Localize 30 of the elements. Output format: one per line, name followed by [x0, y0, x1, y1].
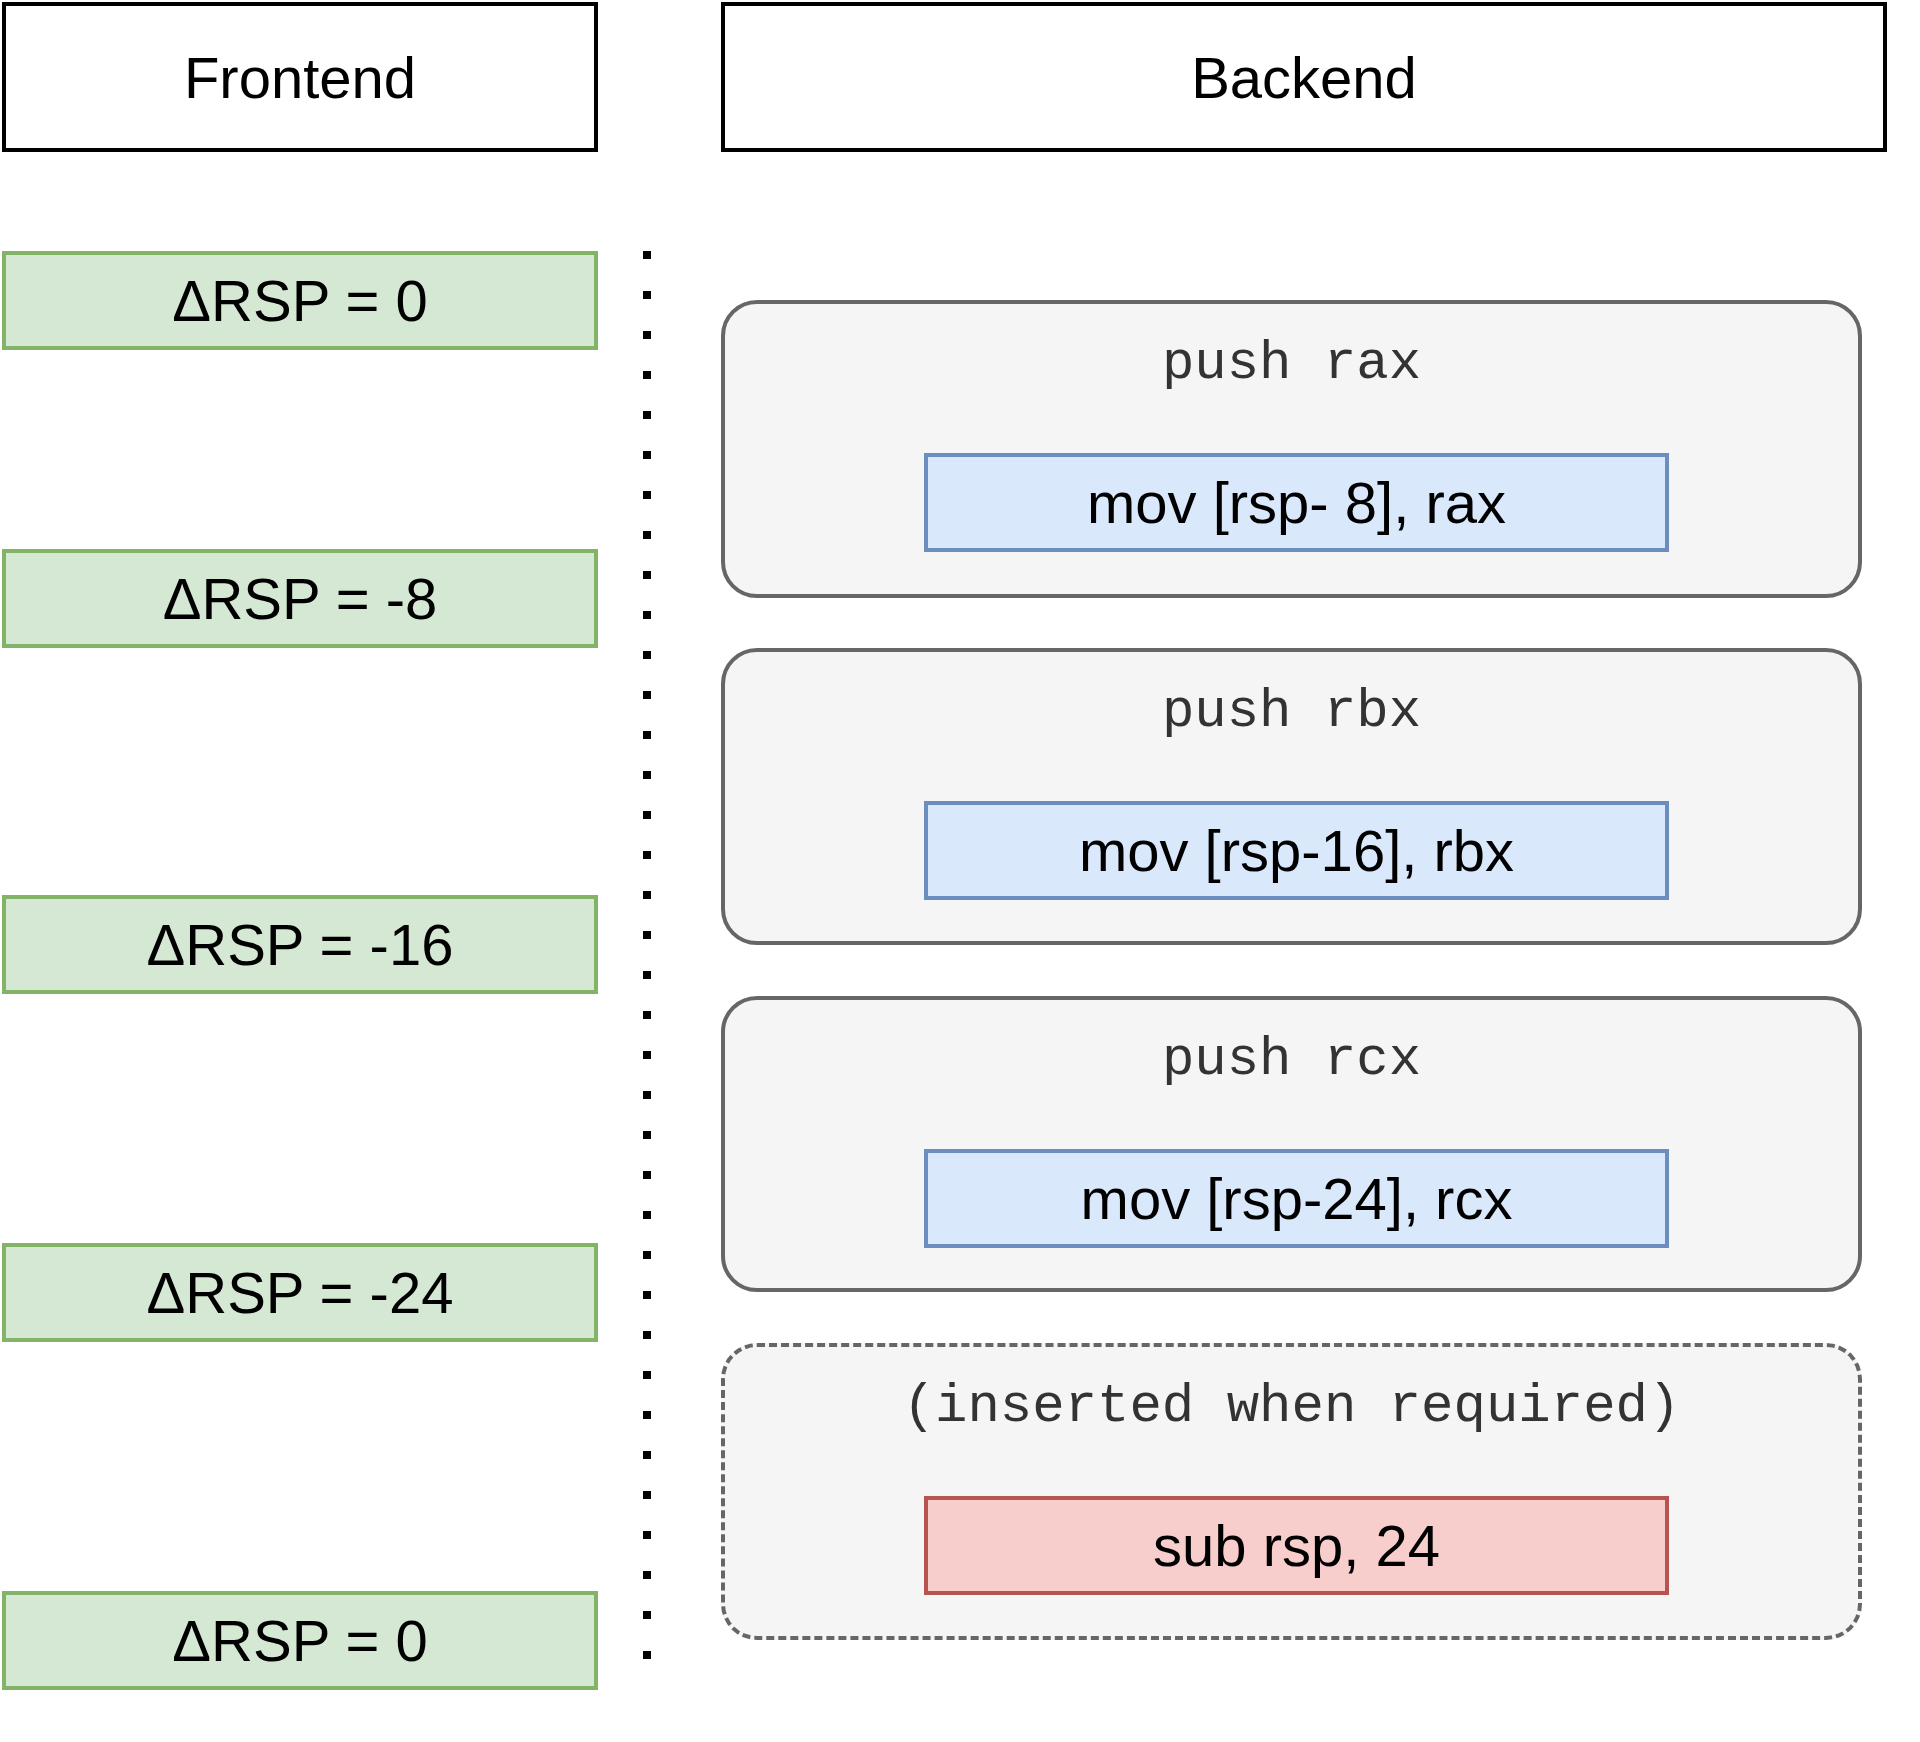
box-label: ΔRSP = 0 — [171, 1607, 429, 1675]
instruction-box — [924, 1496, 1669, 1595]
group-title: (inserted when required) — [901, 1375, 1682, 1439]
instruction-box — [924, 801, 1669, 900]
group-title: push rbx — [1160, 680, 1423, 744]
instruction-group — [721, 300, 1862, 598]
offset-box — [2, 549, 598, 648]
box-label: Frontend — [182, 43, 418, 112]
header-box — [2, 2, 598, 152]
offset-box — [2, 1243, 598, 1342]
optional-group — [721, 1343, 1862, 1640]
instruction-group — [721, 996, 1862, 1292]
box-label: Backend — [1190, 43, 1418, 112]
box-label: ΔRSP = 0 — [171, 267, 429, 335]
box-label: sub rsp, 24 — [1152, 1512, 1441, 1580]
box-label: ΔRSP = -8 — [161, 565, 439, 633]
instruction-box — [924, 453, 1669, 552]
box-label: mov [rsp- 8], rax — [1086, 469, 1507, 537]
box-label: ΔRSP = -24 — [145, 1259, 455, 1327]
box-label: mov [rsp-24], rcx — [1079, 1165, 1514, 1233]
instruction-box — [924, 1149, 1669, 1248]
group-title: push rcx — [1160, 1028, 1423, 1092]
box-label: ΔRSP = -16 — [145, 911, 455, 979]
offset-box — [2, 895, 598, 994]
group-title: push rax — [1160, 332, 1423, 396]
offset-box — [2, 1591, 598, 1690]
offset-box — [2, 251, 598, 350]
box-label: mov [rsp-16], rbx — [1077, 817, 1516, 885]
header-box — [721, 2, 1887, 152]
instruction-group — [721, 648, 1862, 945]
